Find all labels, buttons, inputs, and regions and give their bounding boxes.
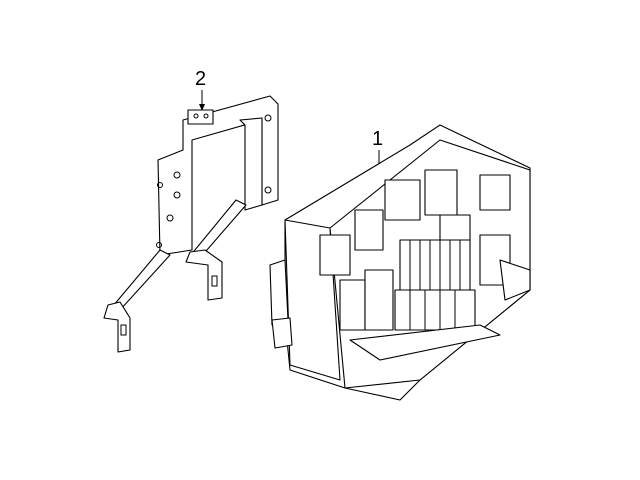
callout-2: 2 xyxy=(195,68,206,111)
mounting-bracket xyxy=(103,95,279,353)
callout-2-label: 2 xyxy=(195,68,206,90)
callout-1-label: 1 xyxy=(372,128,383,150)
fuse-relay-box xyxy=(269,124,531,401)
